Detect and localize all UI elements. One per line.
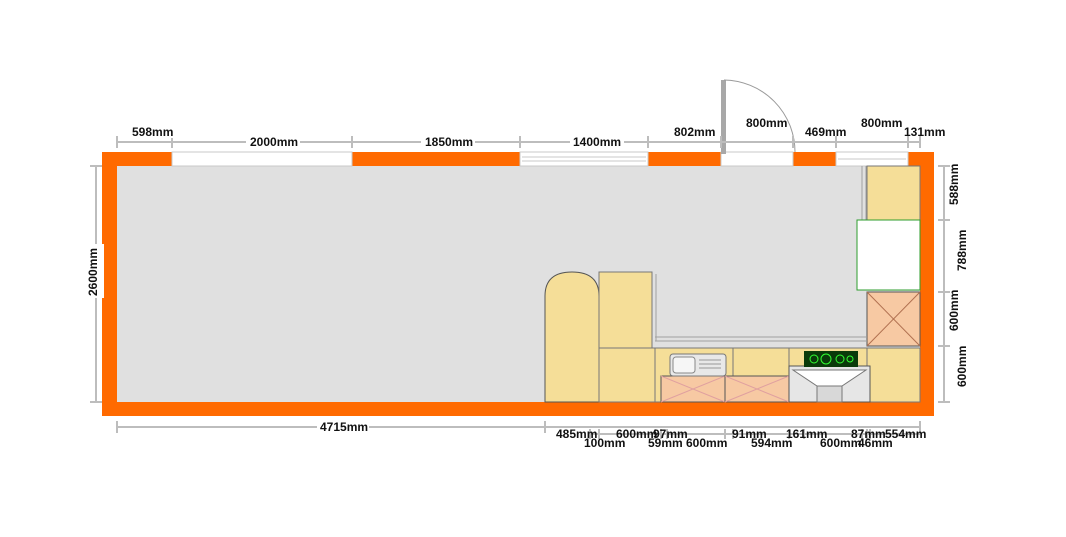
right-dimension-lines [938,165,950,403]
bottom-dim-600-b: 600mm [686,436,727,450]
right-dim-588: 588mm [947,164,961,205]
bottom-dim-97: 97mm [653,427,688,441]
window-2 [519,151,649,167]
windows [171,151,909,167]
right-dim-600-lower: 600mm [955,346,969,387]
corner-base-unit [866,347,921,403]
bottom-dimension-lines [116,421,921,439]
top-dim-598: 598mm [132,125,173,139]
bottom-dim-87: 87mm [851,427,886,441]
bottom-dim-91: 91mm [732,427,767,441]
bottom-dim-485: 485mm [556,427,597,441]
top-dim-2000: 2000mm [250,135,298,149]
left-dim-2600: 2600mm [86,248,100,296]
bottom-dim-554: 554mm [885,427,926,441]
top-dim-1850: 1850mm [425,135,473,149]
top-dim-802: 802mm [674,125,715,139]
tall-rounded-unit [544,271,600,403]
bottom-dim-100: 100mm [584,436,625,450]
right-labels: 588mm 788mm 600mm 600mm [947,164,969,387]
top-dim-800-door: 800mm [746,116,787,130]
window-1 [171,151,353,167]
top-dim-800-window: 800mm [861,116,902,130]
right-dim-600-upper: 600mm [947,290,961,331]
left-label: 2600mm [86,244,104,298]
base-unit-1 [598,347,656,403]
appliances [660,291,921,403]
hob [804,351,858,367]
fridge-white [856,219,921,291]
right-dim-788: 788mm [955,230,969,271]
wall-unit-top [866,165,921,221]
bottom-dim-4715: 4715mm [320,420,368,434]
bottom-dim-59: 59mm [648,436,683,450]
bottom-dim-594: 594mm [751,436,792,450]
bottom-dim-46: 46mm [858,436,893,450]
bottom-dim-161: 161mm [786,427,827,441]
top-dim-1400: 1400mm [573,135,621,149]
bottom-dim-600-a: 600mm [616,427,657,441]
top-dimension-lines [116,136,921,148]
top-dim-131: 131mm [904,125,945,139]
sink [669,353,727,377]
bottom-dim-600-c: 600mm [820,436,861,450]
bottom-labels: 4715mm 485mm 600mm 97mm 91mm 161mm 87mm … [317,419,926,450]
tall-unit [598,271,653,349]
top-labels: 598mm 2000mm 1850mm 1400mm 802mm 800mm 4… [128,116,945,149]
door-opening [720,151,794,167]
top-dim-469: 469mm [805,125,846,139]
